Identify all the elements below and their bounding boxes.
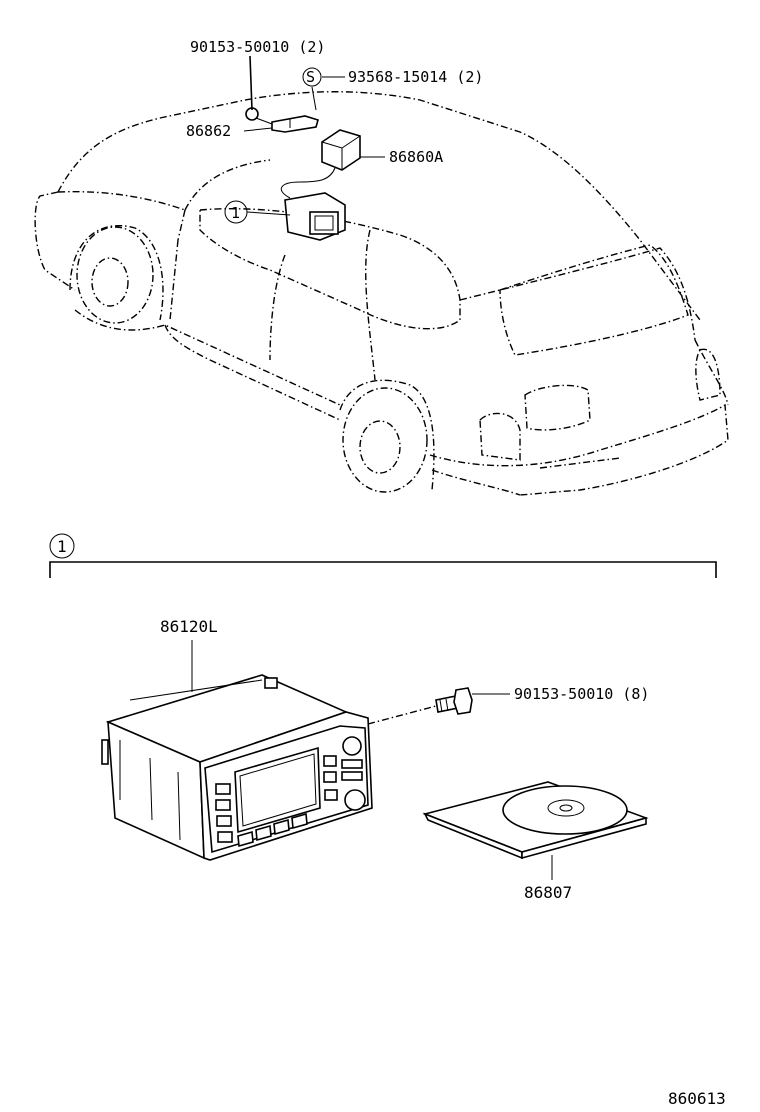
module-wire — [280, 167, 336, 199]
callout-screw-top: 93568-15014 (2) — [348, 68, 483, 86]
section-bracket-line — [49, 561, 717, 578]
disc-case-part — [422, 781, 649, 860]
callout-bolt-unit: 90153-50010 (8) — [514, 685, 649, 703]
svg-text:1: 1 — [57, 537, 67, 556]
section-marker-car: 1 — [224, 200, 248, 224]
bolt-dash-line — [367, 705, 437, 725]
screw-symbol-icon: S — [302, 67, 322, 87]
vehicle-outline — [34, 91, 729, 496]
bolt-unit-part — [435, 687, 473, 715]
head-unit-part — [101, 674, 373, 861]
bracket-part — [271, 115, 319, 133]
module-part — [321, 129, 361, 171]
section-marker-divider: 1 — [49, 533, 75, 559]
svg-text:S: S — [306, 68, 315, 86]
callout-module: 86860A — [389, 148, 443, 166]
callout-unit: 86120L — [160, 617, 218, 636]
head-unit-in-car — [284, 192, 346, 241]
screw-leader — [311, 86, 317, 111]
callout-bolt-top: 90153-50010 (2) — [190, 38, 325, 56]
callout-bracket: 86862 — [186, 122, 231, 140]
bolt-top-part — [245, 55, 273, 125]
svg-text:1: 1 — [231, 204, 240, 222]
callout-disc: 86807 — [524, 883, 572, 902]
figure-number: 860613 — [668, 1089, 726, 1108]
